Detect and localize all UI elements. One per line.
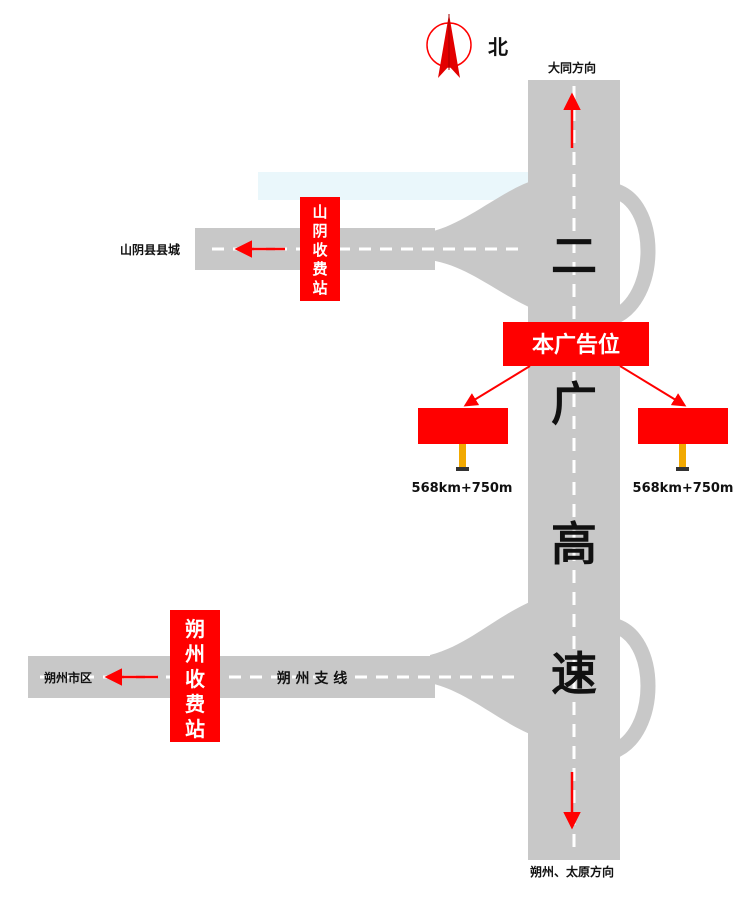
- ad-position-label: 本广告位: [503, 322, 649, 366]
- billboard-left: 568km+750m: [412, 408, 513, 496]
- lower-branch-road: [28, 598, 540, 738]
- highway-name: 二 广 高 速: [551, 229, 597, 701]
- billboard-base: [456, 467, 469, 471]
- main-highway: [528, 80, 620, 860]
- toll-station-upper-char: 费: [312, 260, 327, 278]
- billboard-panel: [418, 408, 508, 444]
- toll-station-upper-char: 收: [312, 241, 327, 259]
- background-patch: [258, 172, 528, 200]
- direction-south-label: 朔州、太原方向: [530, 864, 614, 879]
- toll-station-upper: 山 阴 收 费 站: [300, 197, 340, 301]
- toll-station-upper-char: 山: [312, 203, 327, 221]
- billboard-panel: [638, 408, 728, 444]
- compass-label: 北: [488, 35, 508, 59]
- billboard-pole: [679, 444, 686, 468]
- billboard-km-marker: 568km+750m: [412, 481, 513, 496]
- ad-arrow-right: [619, 365, 687, 407]
- billboard-right: 568km+750m: [633, 408, 734, 496]
- toll-station-lower-char: 州: [185, 642, 205, 666]
- lower-interchange-loop: [608, 617, 656, 760]
- toll-station-lower: 朔 州 收 费 站: [170, 610, 220, 742]
- highway-name-char: 速: [551, 647, 597, 701]
- toll-station-upper-char: 站: [312, 279, 327, 297]
- highway-name-char: 广: [551, 377, 597, 431]
- highway-name-char: 二: [551, 229, 597, 283]
- compass: 北: [426, 14, 508, 78]
- branch-line-label: 朔 州 支 线: [277, 670, 348, 687]
- toll-station-lower-char: 站: [185, 717, 205, 741]
- toll-station-upper-char: 阴: [312, 222, 327, 240]
- toll-station-lower-char: 朔: [185, 617, 205, 641]
- direction-west-upper-label: 山阴县县城: [120, 242, 180, 257]
- ad-arrow-left: [463, 365, 531, 407]
- billboard-base: [676, 467, 689, 471]
- toll-station-lower-char: 收: [185, 667, 205, 691]
- ad-position-text: 本广告位: [532, 332, 620, 358]
- billboard-km-marker: 568km+750m: [633, 481, 734, 496]
- billboard-pole: [459, 444, 466, 468]
- toll-station-lower-char: 费: [185, 692, 205, 716]
- direction-west-lower-label: 朔州市区: [44, 670, 92, 685]
- upper-interchange-loop: [608, 182, 656, 326]
- highway-name-char: 高: [551, 517, 597, 571]
- direction-north-label: 大同方向: [548, 60, 596, 75]
